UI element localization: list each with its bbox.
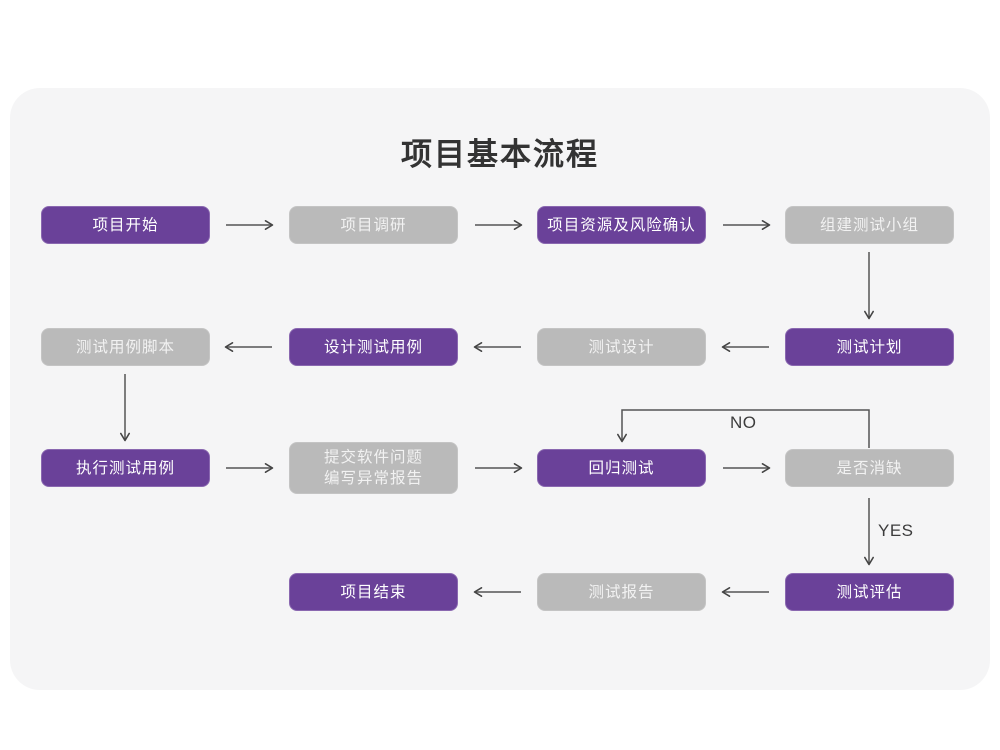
edge-label-yes: YES xyxy=(878,521,914,540)
node-project-research[interactable]: 项目调研 xyxy=(289,206,458,244)
node-design-test-case[interactable]: 设计测试用例 xyxy=(289,328,458,366)
node-test-case-script[interactable]: 测试用例脚本 xyxy=(41,328,210,366)
node-resource-risk-confirm[interactable]: 项目资源及风险确认 xyxy=(537,206,706,244)
node-test-design[interactable]: 测试设计 xyxy=(537,328,706,366)
node-regression-test[interactable]: 回归测试 xyxy=(537,449,706,487)
node-submit-issue-report[interactable]: 提交软件问题 编写异常报告 xyxy=(289,442,458,494)
edge-label-no: NO xyxy=(730,413,757,432)
node-execute-test-case[interactable]: 执行测试用例 xyxy=(41,449,210,487)
node-test-plan[interactable]: 测试计划 xyxy=(785,328,954,366)
node-test-evaluation[interactable]: 测试评估 xyxy=(785,573,954,611)
node-test-report[interactable]: 测试报告 xyxy=(537,573,706,611)
node-defect-cleared[interactable]: 是否消缺 xyxy=(785,449,954,487)
node-project-start[interactable]: 项目开始 xyxy=(41,206,210,244)
node-build-test-team[interactable]: 组建测试小组 xyxy=(785,206,954,244)
node-project-end[interactable]: 项目结束 xyxy=(289,573,458,611)
page-title: 项目基本流程 xyxy=(401,137,599,172)
